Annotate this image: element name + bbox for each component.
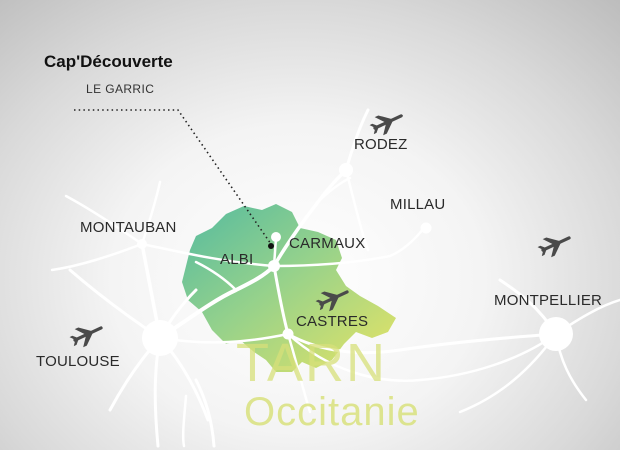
- poi-commune: LE GARRIC: [86, 82, 155, 96]
- marker-millau: [420, 222, 432, 234]
- watermark-department: TARN: [236, 333, 387, 393]
- city-label-castres: CASTRES: [296, 313, 369, 330]
- poi-leader-line: [74, 109, 272, 245]
- marker-toulouse: [142, 320, 178, 356]
- airport-icon-montpellier: [537, 236, 571, 258]
- city-label-carmaux: CARMAUX: [289, 235, 366, 252]
- airport-icon-castres: [315, 290, 349, 312]
- airport-icon-rodez: [369, 114, 403, 136]
- marker-carmaux: [271, 232, 281, 242]
- tarn-region-shape: [182, 204, 396, 372]
- city-markers: [137, 163, 573, 356]
- marker-montauban: [137, 239, 147, 249]
- city-label-albi: ALBI: [220, 251, 254, 268]
- city-label-rodez: RODEZ: [354, 136, 408, 153]
- marker-rodez: [339, 163, 353, 177]
- city-label-toulouse: TOULOUSE: [36, 353, 120, 370]
- poi-dot: [268, 243, 274, 249]
- marker-albi: [268, 260, 280, 272]
- airport-icon-toulouse: [69, 326, 103, 348]
- city-label-montauban: MONTAUBAN: [80, 219, 177, 236]
- poi-name: Cap'Découverte: [44, 52, 173, 71]
- marker-montpellier: [539, 317, 573, 351]
- city-label-montpellier: MONTPELLIER: [494, 292, 603, 309]
- marker-castres: [282, 328, 294, 340]
- city-label-millau: MILLAU: [390, 196, 446, 213]
- watermark-region: Occitanie: [244, 390, 420, 434]
